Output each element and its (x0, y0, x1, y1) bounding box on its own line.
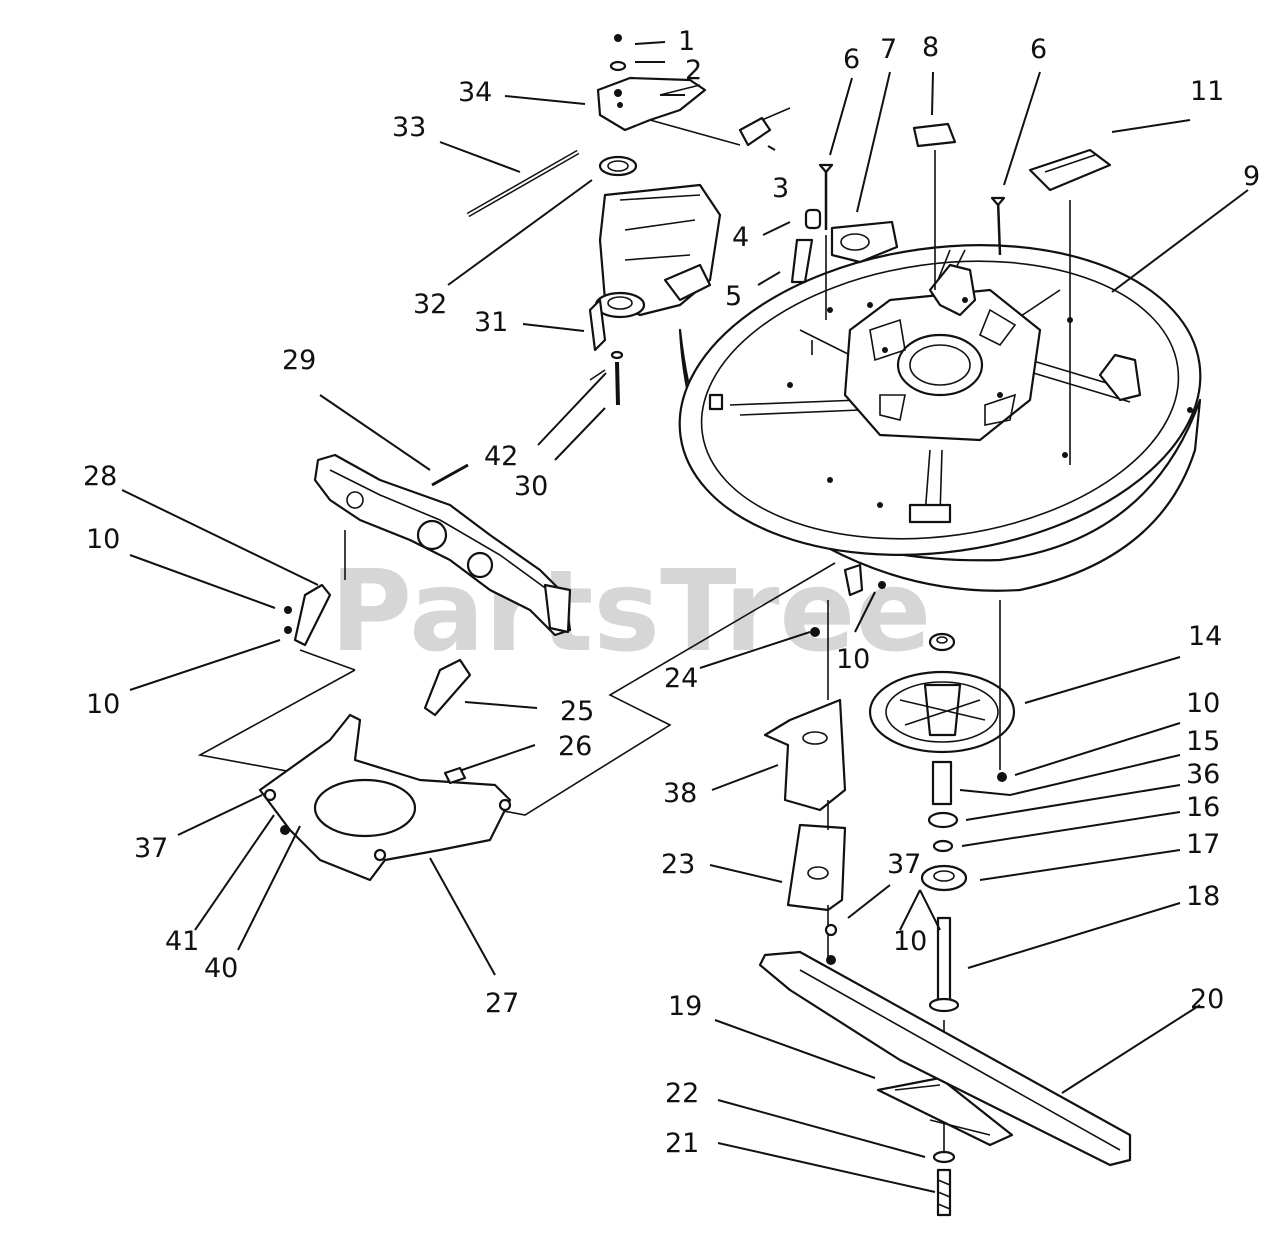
callout-42: 42 (484, 441, 518, 472)
callout-3: 3 (772, 173, 789, 204)
callout-7: 7 (880, 34, 897, 65)
callout-18: 18 (1186, 881, 1220, 912)
callout-24: 24 (664, 663, 698, 694)
callout-28: 28 (83, 461, 117, 492)
callout-1: 1 (678, 26, 695, 57)
deck-housing (678, 244, 1202, 592)
callout-34: 34 (458, 77, 492, 108)
callout-15: 15 (1186, 726, 1220, 757)
callout-10-a: 10 (86, 524, 120, 555)
callout-10-e: 10 (893, 926, 927, 957)
callout-37-left: 37 (134, 833, 168, 864)
mount-plate (258, 713, 512, 882)
callout-11: 11 (1190, 76, 1224, 107)
callout-40: 40 (204, 953, 238, 984)
callout-37-right: 37 (887, 849, 921, 880)
callout-36: 36 (1186, 759, 1220, 790)
callout-19: 19 (668, 991, 702, 1022)
lift-linkage (284, 453, 572, 717)
callout-9: 9 (1243, 161, 1260, 192)
callout-5: 5 (725, 281, 742, 312)
callout-20: 20 (1190, 984, 1224, 1015)
callout-10-d: 10 (1186, 688, 1220, 719)
callout-33: 33 (392, 112, 426, 143)
callout-27: 27 (485, 988, 519, 1019)
callout-25: 25 (560, 696, 594, 727)
callout-6-left: 6 (843, 44, 860, 75)
callout-16: 16 (1186, 792, 1220, 823)
callout-10-b: 10 (86, 689, 120, 720)
callout-8: 8 (922, 32, 939, 63)
callout-10-c: 10 (836, 644, 870, 675)
callout-29: 29 (282, 345, 316, 376)
callout-17: 17 (1186, 829, 1220, 860)
brackets (763, 563, 886, 965)
callout-4: 4 (732, 222, 749, 253)
leader-lines (121, 41, 1249, 1193)
callout-labels: 1 2 3 4 5 6 6 7 8 9 10 10 10 10 10 11 14… (83, 26, 1260, 1159)
guide-lines (197, 562, 836, 816)
belt-cover-assembly (466, 34, 791, 406)
callout-38: 38 (663, 778, 697, 809)
callout-41: 41 (165, 926, 199, 957)
callout-31: 31 (474, 307, 508, 338)
callout-26: 26 (558, 731, 592, 762)
callout-23: 23 (661, 849, 695, 880)
spindle-assembly (758, 600, 1132, 1217)
callout-6-right: 6 (1030, 34, 1047, 65)
callout-14: 14 (1188, 621, 1222, 652)
callout-2: 2 (685, 55, 702, 86)
watermark: PartsTree (330, 547, 931, 677)
small-hardware-top (790, 122, 1112, 465)
callout-32: 32 (413, 289, 447, 320)
callout-21: 21 (665, 1128, 699, 1159)
callout-30: 30 (514, 471, 548, 502)
callout-22: 22 (665, 1078, 699, 1109)
